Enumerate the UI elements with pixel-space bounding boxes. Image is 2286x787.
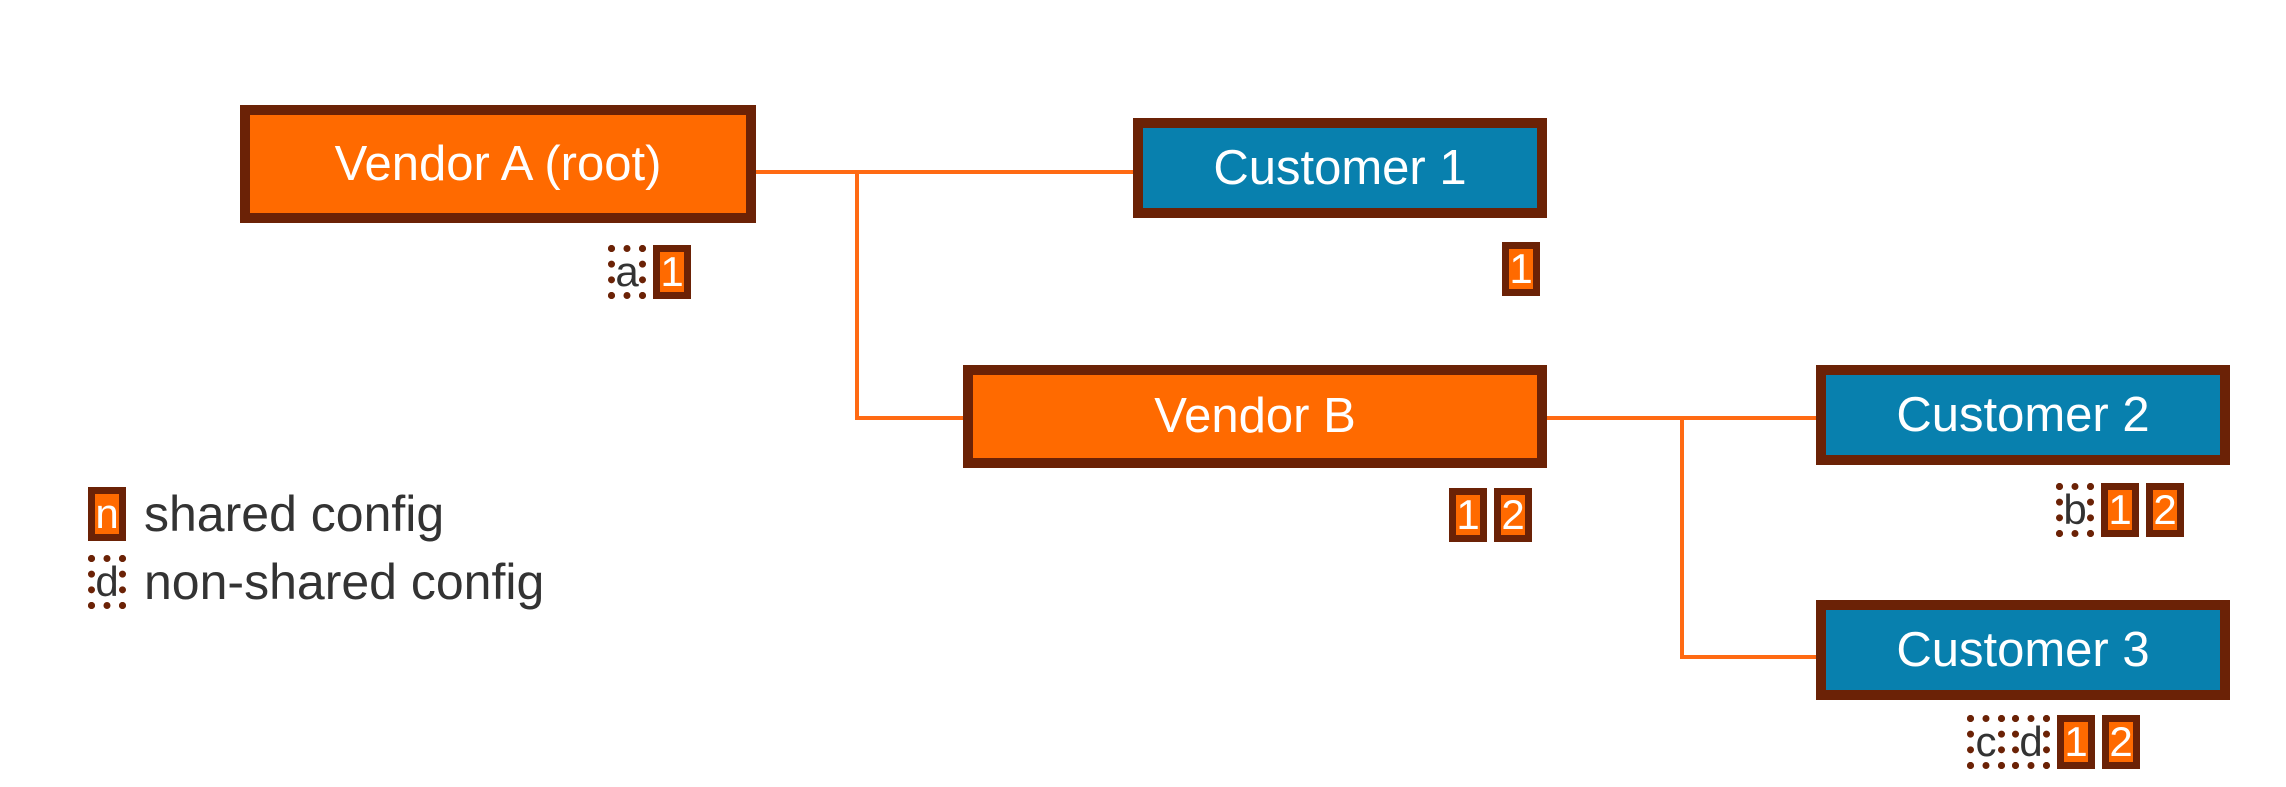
badge-non-shared-config[interactable]: c	[1967, 715, 2005, 769]
badge-label: 2	[1501, 491, 1525, 538]
badge-label: 1	[1456, 491, 1480, 538]
node-vendor-b-label: Vendor B	[1154, 389, 1356, 443]
badge-non-shared-config[interactable]: a	[608, 245, 646, 299]
edge-vendor-b-to-customer-2-horizontal	[1547, 416, 1827, 420]
badge-label: 1	[2064, 718, 2088, 765]
legend-label-non-shared-config: non-shared config	[144, 554, 545, 610]
badge-non-shared-config[interactable]: d	[2012, 715, 2050, 769]
legend: n shared config d non-shared config	[88, 487, 544, 609]
badge-shared-config[interactable]: 1	[1502, 242, 1540, 296]
edge-vendor-a-to-vendor-b-vertical	[855, 170, 859, 420]
badge-label: c	[1975, 718, 1997, 765]
badges-vendor-a: a 1	[608, 245, 691, 299]
node-vendor-a[interactable]: Vendor A (root)	[240, 105, 756, 223]
badges-customer-2: b 1 2	[2056, 483, 2184, 537]
node-customer-3[interactable]: Customer 3	[1816, 600, 2230, 700]
badges-vendor-b: 1 2	[1449, 488, 1532, 542]
legend-swatch-label: n	[95, 490, 119, 537]
edge-vendor-a-to-customer-1-horizontal	[756, 170, 1141, 174]
legend-label-shared-config: shared config	[144, 486, 445, 542]
badges-customer-3: c d 1 2	[1967, 715, 2140, 769]
badge-label: 1	[1509, 245, 1533, 292]
node-customer-3-label: Customer 3	[1896, 622, 2150, 677]
badge-label: 1	[2108, 486, 2132, 533]
legend-swatch-non-shared-config: d	[88, 555, 126, 609]
badge-shared-config[interactable]: 2	[2146, 483, 2184, 537]
legend-swatch-label: d	[95, 558, 119, 605]
badge-label: d	[2019, 718, 2043, 765]
edge-vendor-a-to-vendor-b-horizontal	[855, 416, 970, 420]
node-customer-2[interactable]: Customer 2	[1816, 365, 2230, 465]
badge-label: 2	[2153, 486, 2177, 533]
node-vendor-a-label: Vendor A (root)	[334, 136, 662, 191]
node-vendor-b[interactable]: Vendor B	[963, 365, 1547, 468]
legend-item-non-shared-config: d non-shared config	[88, 555, 544, 609]
badge-shared-config[interactable]: 1	[2057, 715, 2095, 769]
edge-vendor-b-to-customer-3-vertical	[1680, 416, 1684, 659]
badge-shared-config[interactable]: 1	[653, 245, 691, 299]
badges-customer-1: 1	[1502, 242, 1540, 296]
node-customer-1[interactable]: Customer 1	[1133, 118, 1547, 218]
badge-label: 1	[660, 248, 684, 295]
badge-label: a	[615, 248, 639, 295]
legend-swatch-shared-config: n	[88, 487, 126, 541]
badge-label: 2	[2109, 718, 2133, 765]
badge-label: b	[2063, 486, 2087, 533]
badge-shared-config[interactable]: 1	[1449, 488, 1487, 542]
badge-shared-config[interactable]: 2	[2102, 715, 2140, 769]
edge-vendor-b-to-customer-3-horizontal	[1680, 655, 1828, 659]
node-customer-2-label: Customer 2	[1896, 387, 2150, 442]
badge-non-shared-config[interactable]: b	[2056, 483, 2094, 537]
badge-shared-config[interactable]: 1	[2101, 483, 2139, 537]
legend-item-shared-config: n shared config	[88, 487, 544, 541]
node-customer-1-label: Customer 1	[1213, 140, 1467, 195]
badge-shared-config[interactable]: 2	[1494, 488, 1532, 542]
